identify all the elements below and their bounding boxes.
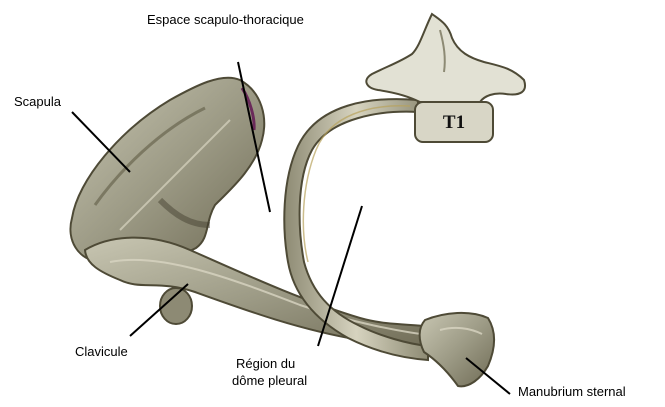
- label-espace-scapulo-thoracique: Espace scapulo-thoracique: [147, 12, 304, 28]
- label-region-dome-line1: Région du: [236, 356, 295, 372]
- t1-label: T1: [443, 112, 465, 133]
- manubrium-bone: [420, 313, 494, 386]
- label-scapula: Scapula: [14, 94, 61, 110]
- scapula-bone: [70, 78, 264, 262]
- label-region-dome-line2: dôme pleural: [232, 373, 307, 389]
- label-manubrium-sternal: Manubrium sternal: [518, 384, 626, 400]
- t1-vertebra: T1: [366, 14, 525, 142]
- clavicle-bone: [85, 238, 446, 347]
- label-clavicule: Clavicule: [75, 344, 128, 360]
